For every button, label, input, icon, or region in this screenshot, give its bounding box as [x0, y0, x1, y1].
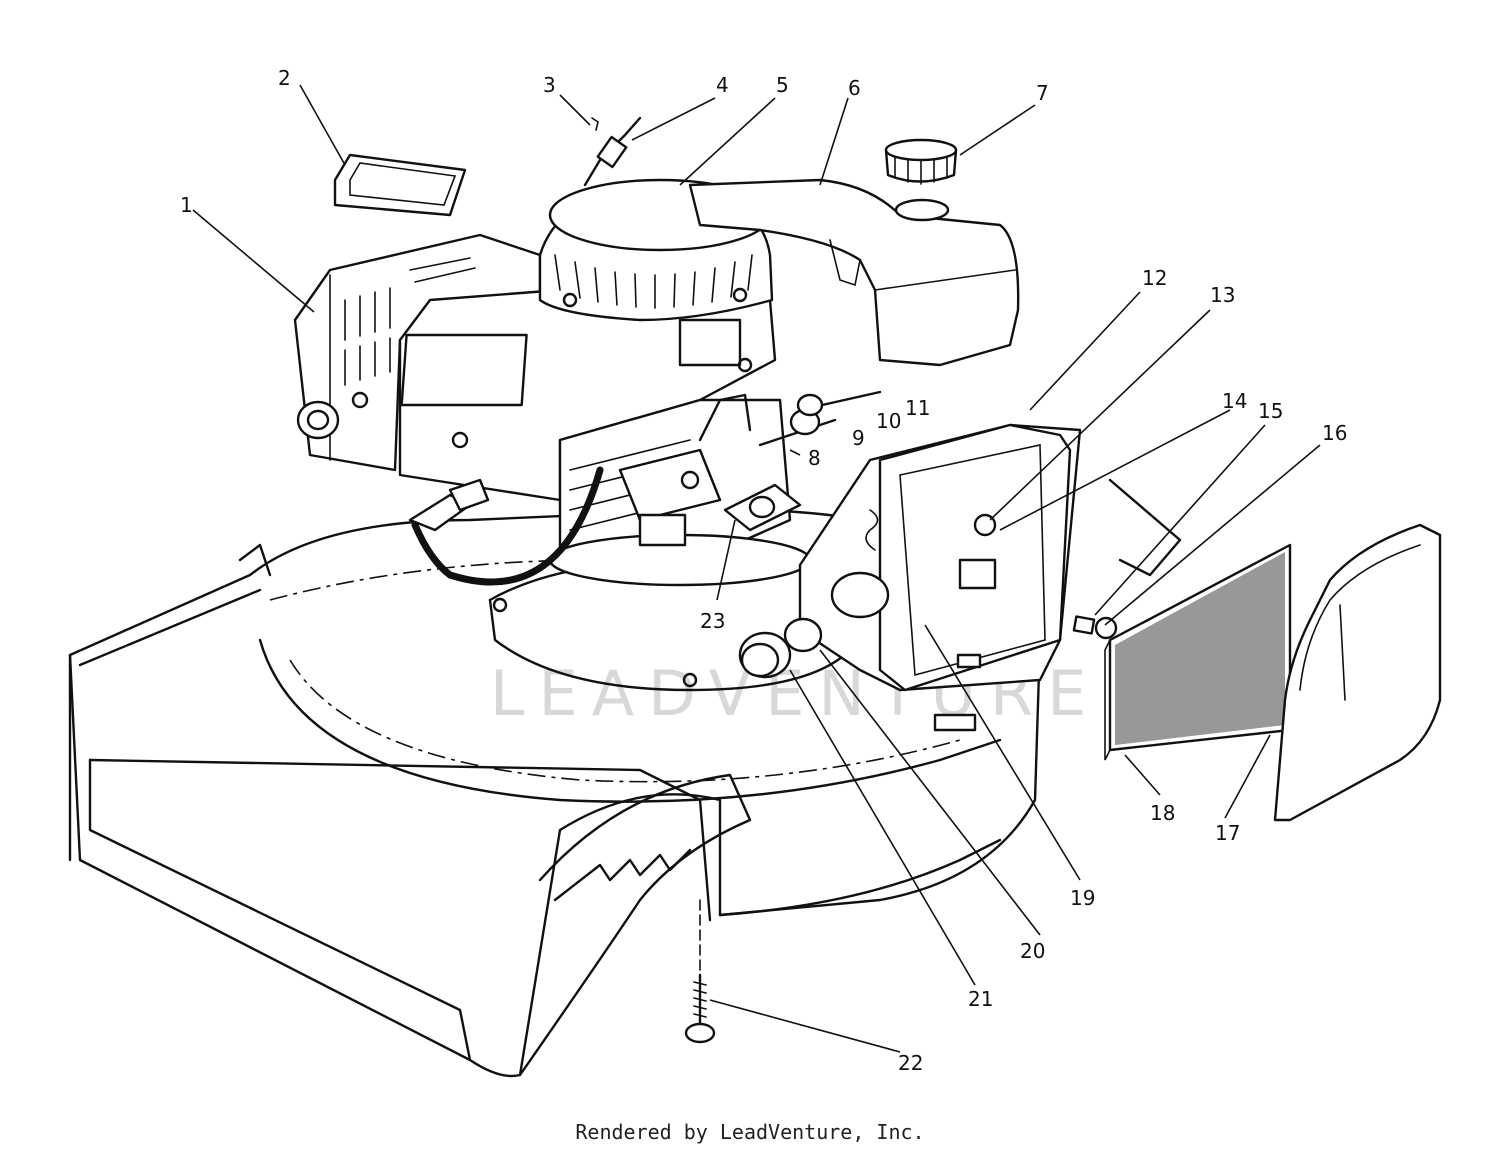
fuel-cap [884, 138, 958, 185]
part-label: 12 [1142, 266, 1167, 290]
fuel-tank [688, 178, 1020, 367]
part-label: 18 [1150, 801, 1175, 825]
part-label: 23 [700, 609, 725, 633]
primer-bulb [738, 617, 823, 679]
part-label: 7 [1036, 81, 1049, 105]
part-label: 2 [278, 66, 291, 90]
intake-gasket [723, 483, 802, 532]
part-label: 16 [1322, 421, 1347, 445]
part-label: 20 [1020, 939, 1045, 963]
part-label: 15 [1258, 399, 1283, 423]
starter-fins [554, 254, 753, 309]
engine-assembly [293, 178, 812, 587]
part-label: 17 [1215, 821, 1240, 845]
part-label: 3 [543, 73, 556, 97]
part-label: 13 [1210, 283, 1235, 307]
foam-filter [1104, 543, 1292, 761]
part-label: 6 [848, 76, 861, 100]
footer-credit: Rendered by LeadVenture, Inc. [575, 1120, 925, 1144]
throttle-cable [583, 116, 642, 187]
part-label: 11 [905, 396, 930, 420]
air-cleaner-housing [798, 423, 1082, 692]
deck-screw [684, 899, 716, 1044]
part-label: 19 [1070, 886, 1095, 910]
part-label: 10 [876, 409, 901, 433]
part-label: 5 [776, 73, 789, 97]
mount-screws [758, 390, 882, 447]
muffler-slots [344, 257, 476, 386]
gasket-pad [333, 153, 467, 217]
housing-hardware [1072, 478, 1182, 640]
part-label: 22 [898, 1051, 923, 1075]
part-label: 21 [968, 987, 993, 1011]
filter-cover [1273, 523, 1442, 822]
leader-lines [192, 84, 1321, 1053]
part-label: 8 [808, 446, 821, 470]
part-label: 1 [180, 193, 193, 217]
part-label: 14 [1222, 389, 1247, 413]
part-label: 4 [716, 73, 729, 97]
part-label: 9 [852, 426, 865, 450]
part-number-labels: 1 2 3 4 5 6 7 8 9 10 11 12 13 14 15 16 1… [180, 66, 1347, 1075]
